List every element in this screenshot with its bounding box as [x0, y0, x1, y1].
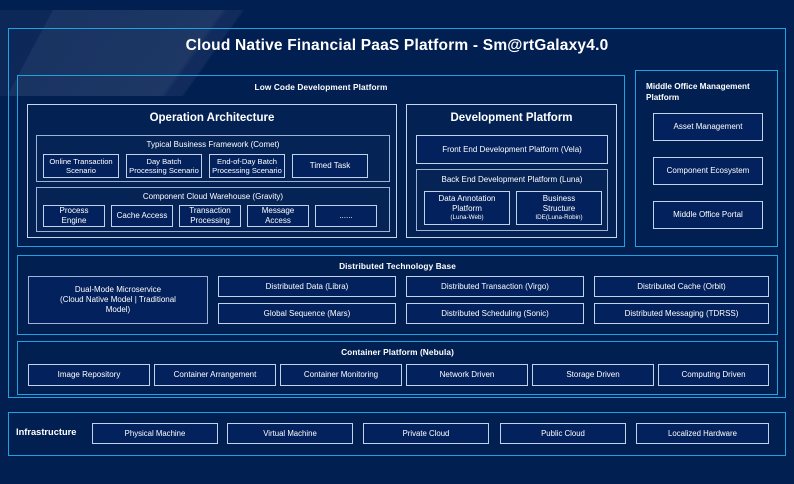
box-process-engine[interactable]: Process Engine	[43, 205, 105, 227]
typical-business-framework-title: Typical Business Framework (Comet)	[146, 140, 280, 149]
group-typical-business-framework[interactable]: Typical Business Framework (Comet) Onlin…	[36, 135, 390, 182]
box-private-cloud[interactable]: Private Cloud	[363, 423, 489, 444]
box-dual-mode-microservice[interactable]: Dual-Mode Microservice (Cloud Native Mod…	[28, 276, 208, 324]
panel-container-platform[interactable]: Container Platform (Nebula) Image Reposi…	[17, 341, 778, 395]
box-public-cloud[interactable]: Public Cloud	[500, 423, 626, 444]
box-transaction-processing[interactable]: Transaction Processing	[179, 205, 241, 227]
box-component-ecosystem[interactable]: Component Ecosystem	[653, 157, 763, 185]
box-container-monitoring[interactable]: Container Monitoring	[280, 364, 402, 386]
middle-office-title: Middle Office Management Platform	[646, 81, 771, 103]
container-platform-title: Container Platform (Nebula)	[341, 347, 454, 357]
box-data-annotation-platform[interactable]: Data Annotation Platform (Luna-Web)	[424, 191, 510, 225]
middle-office-title-line1: Middle Office Management	[646, 82, 750, 91]
distributed-technology-base-title: Distributed Technology Base	[339, 261, 456, 271]
infrastructure-label: Infrastructure	[16, 427, 77, 437]
box-container-arrangement[interactable]: Container Arrangement	[154, 364, 276, 386]
box-distributed-scheduling[interactable]: Distributed Scheduling (Sonic)	[406, 303, 584, 324]
page-title: Cloud Native Financial PaaS Platform - S…	[185, 37, 609, 54]
box-day-batch-processing-scenario[interactable]: Day Batch Processing Scenario	[126, 154, 202, 178]
box-global-sequence[interactable]: Global Sequence (Mars)	[218, 303, 396, 324]
box-distributed-cache[interactable]: Distributed Cache (Orbit)	[594, 276, 769, 297]
dual-mode-line2: (Cloud Native Model | Traditional	[60, 295, 176, 305]
component-cloud-warehouse-title: Component Cloud Warehouse (Gravity)	[142, 192, 284, 201]
group-development-platform[interactable]: Development Platform Front End Developme…	[406, 104, 617, 238]
box-online-transaction-scenario[interactable]: Online Transaction Scenario	[43, 154, 119, 178]
dual-mode-line1: Dual-Mode Microservice	[74, 285, 162, 295]
box-middle-office-portal[interactable]: Middle Office Portal	[653, 201, 763, 229]
box-localized-hardware[interactable]: Localized Hardware	[636, 423, 769, 444]
box-storage-driven[interactable]: Storage Driven	[532, 364, 654, 386]
business-structure-line3: IDE(Luna-Robin)	[535, 213, 583, 221]
group-operation-architecture[interactable]: Operation Architecture Typical Business …	[27, 104, 397, 238]
box-business-structure-ide[interactable]: Business Structure IDE(Luna-Robin)	[516, 191, 602, 225]
box-computing-driven[interactable]: Computing Driven	[658, 364, 769, 386]
box-message-access[interactable]: Message Access	[247, 205, 309, 227]
box-asset-management[interactable]: Asset Management	[653, 113, 763, 141]
main-platform-frame	[8, 28, 786, 398]
box-timed-task[interactable]: Timed Task	[292, 154, 368, 178]
box-end-of-day-batch-processing-scenario[interactable]: End-of-Day Batch Processing Scenario	[209, 154, 285, 178]
data-annotation-line3: (Luna-Web)	[450, 213, 484, 221]
panel-low-code-development-platform[interactable]: Low Code Development Platform Operation …	[17, 75, 625, 247]
development-platform-title: Development Platform	[450, 112, 573, 124]
group-back-end-development-platform[interactable]: Back End Development Platform (Luna) Dat…	[416, 169, 608, 231]
box-distributed-transaction[interactable]: Distributed Transaction (Virgo)	[406, 276, 584, 297]
box-network-driven[interactable]: Network Driven	[406, 364, 528, 386]
business-structure-line2: Structure	[542, 204, 576, 214]
box-distributed-data[interactable]: Distributed Data (Libra)	[218, 276, 396, 297]
box-physical-machine[interactable]: Physical Machine	[92, 423, 218, 444]
middle-office-title-line2: Platform	[646, 93, 680, 103]
panel-middle-office-management-platform[interactable]: Middle Office Management Platform Asset …	[635, 70, 778, 247]
box-front-end-development-platform[interactable]: Front End Development Platform (Vela)	[416, 135, 608, 164]
box-cache-access[interactable]: Cache Access	[111, 205, 173, 227]
box-more-ellipsis[interactable]: ......	[315, 205, 377, 227]
box-distributed-messaging[interactable]: Distributed Messaging (TDRSS)	[594, 303, 769, 324]
data-annotation-line1: Data Annotation	[438, 194, 496, 204]
box-virtual-machine[interactable]: Virtual Machine	[227, 423, 353, 444]
business-structure-line1: Business	[542, 194, 576, 204]
dual-mode-line3: Model)	[105, 304, 131, 314]
data-annotation-line2: Platform	[452, 204, 482, 214]
group-component-cloud-warehouse[interactable]: Component Cloud Warehouse (Gravity) Proc…	[36, 187, 390, 232]
panel-distributed-technology-base[interactable]: Distributed Technology Base Dual-Mode Mi…	[17, 255, 778, 335]
panel-infrastructure[interactable]	[8, 412, 786, 456]
back-end-development-platform-title: Back End Development Platform (Luna)	[441, 175, 583, 184]
low-code-title: Low Code Development Platform	[254, 82, 388, 92]
box-image-repository[interactable]: Image Repository	[28, 364, 150, 386]
operation-architecture-title: Operation Architecture	[149, 112, 275, 124]
